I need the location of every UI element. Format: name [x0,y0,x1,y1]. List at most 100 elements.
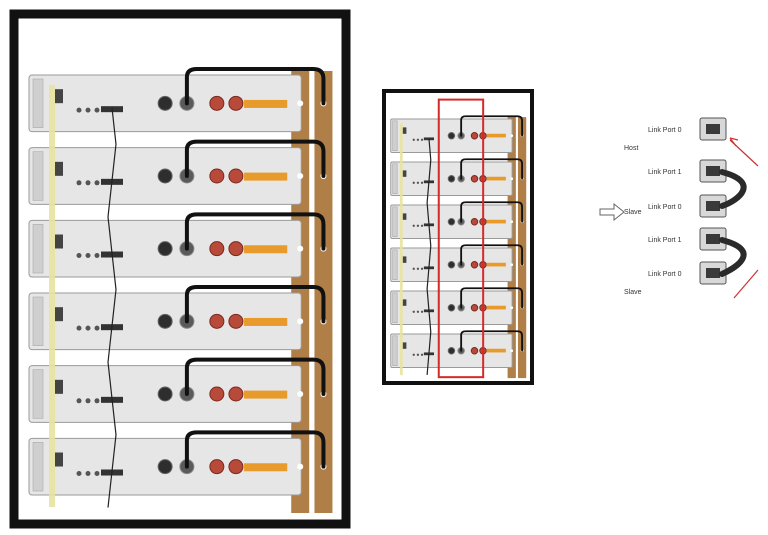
comm-daisy-chain [107,107,117,508]
signal-wire [49,85,55,507]
battery-module [28,430,327,496]
status-led-icon [76,252,82,258]
power-terminal-icon [209,95,225,111]
positive-busbar [244,463,288,472]
power-button-icon [402,299,407,306]
power-button-icon [402,213,407,220]
status-led-icon [85,470,91,476]
rail-bolt [297,318,304,325]
module-handle [32,151,44,201]
power-terminal-icon [447,347,456,355]
battery-module [28,139,327,205]
power-terminal-icon [470,347,479,355]
battery-module [390,287,524,326]
rail-bolt [510,177,514,181]
rail-bolt [510,134,514,138]
positive-busbar [486,348,506,353]
status-led-icon [416,353,420,356]
status-led-icon [76,180,82,186]
status-led-icon [412,310,415,313]
power-button-icon [402,342,407,349]
status-led-icon [412,353,415,356]
power-button-icon [55,89,63,104]
module-handle [392,163,398,194]
status-led-icon [76,398,82,404]
negative-cable [184,430,326,469]
status-led-icon [420,138,424,141]
port-group-role: Host [624,145,638,152]
rail-bolt [297,245,304,252]
power-terminal-icon [470,218,479,226]
rj45-port-opening [706,234,720,244]
negative-cable [184,67,326,106]
status-led-icon [412,224,415,227]
terminal-highlight-box [437,98,485,379]
power-terminal-icon [228,459,244,475]
negative-cable [184,212,326,251]
power-terminal-icon [447,218,456,226]
rail-bolt [297,173,304,180]
status-led-icon [85,398,91,404]
rail-bolt [297,391,304,398]
comm-daisy-chain [426,138,432,376]
power-terminal-icon [157,313,173,329]
signal-wire [399,123,403,376]
power-button-icon [402,170,407,177]
status-led-icon [420,310,424,313]
port-group-role: Slave [624,289,642,296]
rail-bolt [510,306,514,310]
arrow-right-icon [599,202,625,222]
status-led-icon [94,107,100,113]
positive-busbar [486,133,506,138]
power-terminal-icon [209,241,225,257]
negative-cable [184,357,326,397]
rj45-port-opening [706,166,720,176]
power-terminal-icon [157,241,173,257]
power-button-icon [55,452,63,467]
positive-busbar [486,176,506,181]
battery-module [28,285,327,351]
port-label: Link Port 0 [648,204,682,211]
negative-cable [184,139,326,179]
power-terminal-icon [209,459,225,475]
battery-module [390,201,524,240]
small-rack [382,89,534,385]
power-terminal-icon [447,132,456,140]
status-led-icon [85,180,91,186]
status-led-icon [416,138,420,141]
power-terminal-icon [470,261,479,269]
positive-busbar [244,390,288,399]
negative-cable [460,158,523,180]
negative-cable [184,285,326,324]
status-led-icon [416,224,420,227]
negative-cable [460,330,523,352]
module-handle [392,206,398,237]
patch-cable [719,169,747,209]
power-terminal-icon [228,313,244,329]
battery-module [390,330,524,369]
power-terminal-icon [470,175,479,183]
port-group: Slave Link Port 0 [624,261,727,296]
port-label: Link Port 0 [648,271,682,278]
port-label: Link Port 1 [648,237,682,244]
battery-module [390,158,524,197]
power-button-icon [55,234,63,249]
power-terminal-icon [447,304,456,312]
rail-left [507,117,516,379]
status-led-icon [416,181,420,184]
positive-busbar [486,305,506,310]
power-terminal-icon [470,304,479,312]
rail-bolt [510,349,514,353]
power-button-icon [55,307,63,322]
status-led-icon [85,325,91,331]
status-led-icon [85,107,91,113]
negative-cable [460,244,523,266]
negative-cable [460,287,523,309]
battery-module [28,212,327,278]
negative-cable [460,115,523,137]
battery-module [390,115,524,154]
power-terminal-icon [447,175,456,183]
status-led-icon [94,398,100,404]
